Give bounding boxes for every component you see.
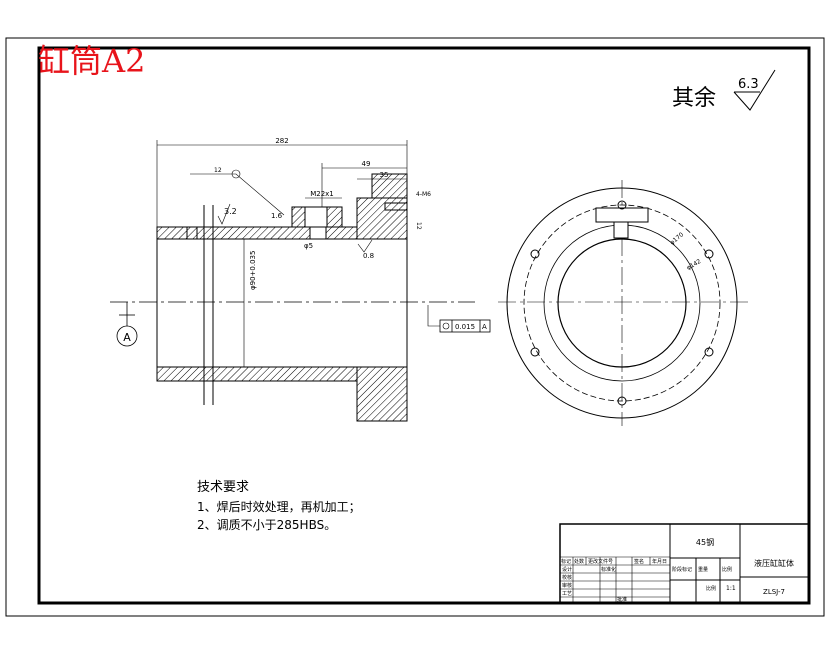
end-view: φ170 φ142 <box>498 180 752 426</box>
surface-finish-value: 6.3 <box>738 77 759 92</box>
dim-overall-length: 282 <box>275 137 288 145</box>
tolerance-value: 0.015 <box>455 323 475 331</box>
outer-border <box>5 37 825 617</box>
tb-header-3: 签名 <box>634 558 644 565</box>
tb-row-check: 校核 <box>562 574 572 581</box>
tech-req-item-2: 2、调质不小于285HBS。 <box>197 518 336 532</box>
surface-finish-prefix: 其余 <box>672 86 716 111</box>
dim-roughness-16: 1.6 <box>271 212 283 220</box>
dim-length-49: 49 <box>362 160 371 168</box>
tb-row-review: 审核 <box>562 582 572 589</box>
tolerance-ref: A <box>482 323 487 331</box>
tb-header-1: 处数 <box>574 558 584 565</box>
dim-bore: φ90+0.035 <box>249 251 257 290</box>
datum-symbol: A <box>116 302 138 347</box>
tb-scale-label-2: 比例 <box>706 585 716 592</box>
tb-header-2: 更改文件号 <box>588 558 613 565</box>
tb-scale: 1:1 <box>726 585 736 592</box>
dim-side-dim: 12 <box>415 222 422 230</box>
tb-header-0: 标记 <box>561 558 571 565</box>
technical-requirements: 技术要求 1、焊后时效处理，再机加工； 2、调质不小于285HBS。 <box>197 480 361 532</box>
tb-standardize: 标准化 <box>601 566 616 573</box>
bolt-holes <box>530 200 714 406</box>
title-block: 标记 处数 更改文件号 签名 年月日 设计 校核 审核 工艺 标准化 批准 45… <box>559 523 810 604</box>
tolerance-frame: 0.015 A <box>427 305 491 333</box>
title-stamp: 缸筒A2 <box>38 42 145 80</box>
tb-weight-label: 重量 <box>698 566 708 573</box>
tb-stage-label: 阶段标记 <box>672 566 692 573</box>
tb-part-name: 液压缸缸体 <box>754 558 794 568</box>
tech-req-heading: 技术要求 <box>197 480 249 495</box>
tech-req-item-1: 1、焊后时效处理，再机加工； <box>197 499 361 514</box>
tb-drawing-no: ZLSJ-7 <box>763 588 785 596</box>
section-dimensions: 282 49 35 M22x1 3.2 1.6 0.8 φ5 12 φ90+0.… <box>156 137 431 367</box>
datum-letter: A <box>123 331 131 344</box>
section-view <box>110 173 475 422</box>
dim-length-35: 35 <box>380 171 389 179</box>
tb-header-4: 年月日 <box>652 558 667 565</box>
dim-hole-small: φ5 <box>304 242 313 250</box>
flange-holes-label: φ142 <box>686 258 703 272</box>
dim-roughness-32: 3.2 <box>224 207 237 216</box>
tb-approve: 批准 <box>617 596 627 603</box>
dim-weld-ref: 12 <box>214 167 222 174</box>
dim-thread: M22x1 <box>310 190 334 198</box>
dim-roughness-08: 0.8 <box>363 252 374 260</box>
tb-scale-label: 比例 <box>722 566 732 573</box>
inner-border <box>37 46 811 605</box>
dim-side-ref: 4-M6 <box>416 191 431 198</box>
surface-finish-note: 其余 6.3 <box>672 69 776 111</box>
tb-row-design: 设计 <box>562 566 572 573</box>
flange-pcd-label: φ170 <box>669 231 685 246</box>
tb-row-process: 工艺 <box>562 591 572 597</box>
tb-material: 45钢 <box>696 537 714 547</box>
